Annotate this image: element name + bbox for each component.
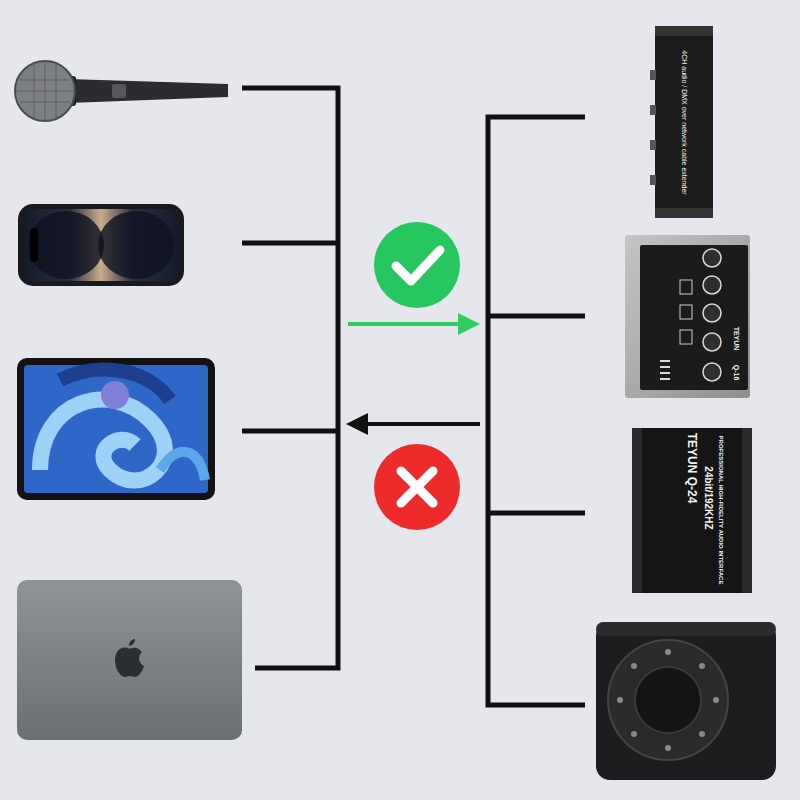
device-label: 4CH audio / DMX over network cable exten…	[681, 50, 688, 194]
bracket	[242, 88, 338, 668]
model-label: Q-16	[733, 364, 740, 380]
laptop	[17, 580, 242, 740]
volume-controller	[596, 622, 776, 780]
audio-interface	[625, 235, 750, 398]
brand-label: TEYUN	[733, 326, 740, 350]
blocked-arrow	[346, 413, 480, 435]
microphone	[15, 61, 228, 121]
check-icon	[374, 222, 460, 308]
tablet	[17, 358, 215, 500]
bracket	[488, 117, 585, 705]
cable-extender	[650, 26, 713, 218]
audio-interface	[632, 428, 752, 593]
device-label: PROFESSIONAL HIGH-FIDELITY AUDIO INTERFA…	[718, 436, 724, 585]
spec-label: 24bit/192KHZ	[702, 466, 712, 529]
allowed-arrow	[348, 313, 480, 335]
phone	[18, 204, 184, 286]
cross-icon	[374, 444, 460, 530]
brand-label: TEYUN Q-24	[686, 433, 698, 504]
